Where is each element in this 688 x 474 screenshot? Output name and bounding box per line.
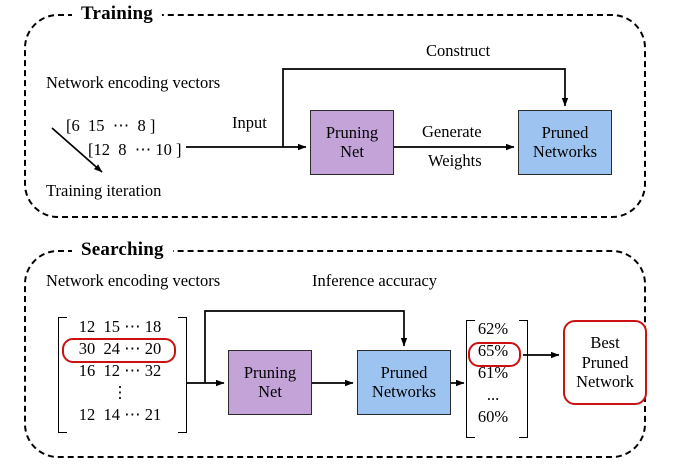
inference-accuracy-label: Inference accuracy bbox=[312, 271, 438, 290]
box-line-2: Net bbox=[340, 141, 364, 161]
training-iteration-label: Training iteration bbox=[46, 181, 162, 200]
matrix-left-bracket bbox=[58, 317, 67, 433]
training-weights-label: Weights bbox=[428, 151, 482, 170]
box-line-1: Pruned bbox=[541, 123, 589, 143]
encoding-matrix-row: ⋮ bbox=[111, 383, 129, 402]
accuracy-row: 62% bbox=[477, 319, 509, 338]
training-generate-label: Generate bbox=[422, 122, 482, 141]
searching-pruning-net-box: Pruning Net bbox=[228, 350, 312, 415]
training-panel-title: Training bbox=[72, 3, 162, 25]
accuracy-vector: 62% 65% 61%... 60% bbox=[470, 320, 516, 430]
box-line-2: Net bbox=[258, 381, 282, 401]
best-line-2: Pruned bbox=[581, 352, 629, 372]
accuracy-row: 60% bbox=[477, 407, 509, 426]
training-vector-2: [12 8 ⋯ 10 ] bbox=[88, 140, 182, 159]
searching-encoding-vectors-label: Network encoding vectors bbox=[46, 271, 221, 290]
accuracy-row: 61% bbox=[477, 363, 509, 382]
training-pruning-net-box: Pruning Net bbox=[310, 110, 394, 175]
searching-pruned-networks-box: Pruned Networks bbox=[357, 350, 451, 415]
accuracy-right-bracket bbox=[519, 320, 528, 438]
encoding-matrix-row: 12 15 ⋯ 18 bbox=[78, 317, 162, 336]
best-line-1: Best bbox=[590, 332, 620, 352]
best-line-3: Network bbox=[576, 372, 634, 392]
training-input-label: Input bbox=[232, 113, 267, 132]
training-pruned-networks-box: Pruned Networks bbox=[518, 110, 612, 175]
accuracy-left-bracket bbox=[466, 320, 475, 438]
accuracy-highlight-row bbox=[468, 342, 521, 367]
accuracy-row: ... bbox=[486, 385, 500, 404]
searching-panel-title: Searching bbox=[72, 239, 173, 261]
box-line-2: Networks bbox=[371, 381, 437, 401]
box-line-1: Pruning bbox=[243, 363, 297, 383]
accuracy-row: 65% bbox=[477, 341, 509, 360]
training-encoding-vectors-label: Network encoding vectors bbox=[46, 73, 221, 92]
matrix-highlight-row bbox=[62, 338, 176, 363]
box-line-1: Pruned bbox=[380, 363, 428, 383]
training-vector-1: [6 15 ⋯ 8 ] bbox=[66, 116, 156, 135]
encoding-matrix-row: 12 14 ⋯ 21 bbox=[78, 405, 162, 424]
box-line-2: Networks bbox=[532, 141, 598, 161]
best-pruned-network-box: Best Pruned Network bbox=[563, 320, 647, 405]
encoding-matrix-row: 30 24 ⋯ 20 bbox=[78, 339, 162, 358]
matrix-right-bracket bbox=[178, 317, 187, 433]
encoding-matrix-row: 16 12 ⋯ 32 bbox=[78, 361, 162, 380]
training-construct-label: Construct bbox=[426, 41, 491, 60]
encoding-matrix: 12 15 ⋯ 18 30 24 ⋯ 20 16 12 ⋯ 32 ⋮ 12 14 ⋯ 2… bbox=[66, 318, 174, 428]
training-panel bbox=[24, 14, 646, 218]
box-line-1: Pruning bbox=[325, 123, 379, 143]
